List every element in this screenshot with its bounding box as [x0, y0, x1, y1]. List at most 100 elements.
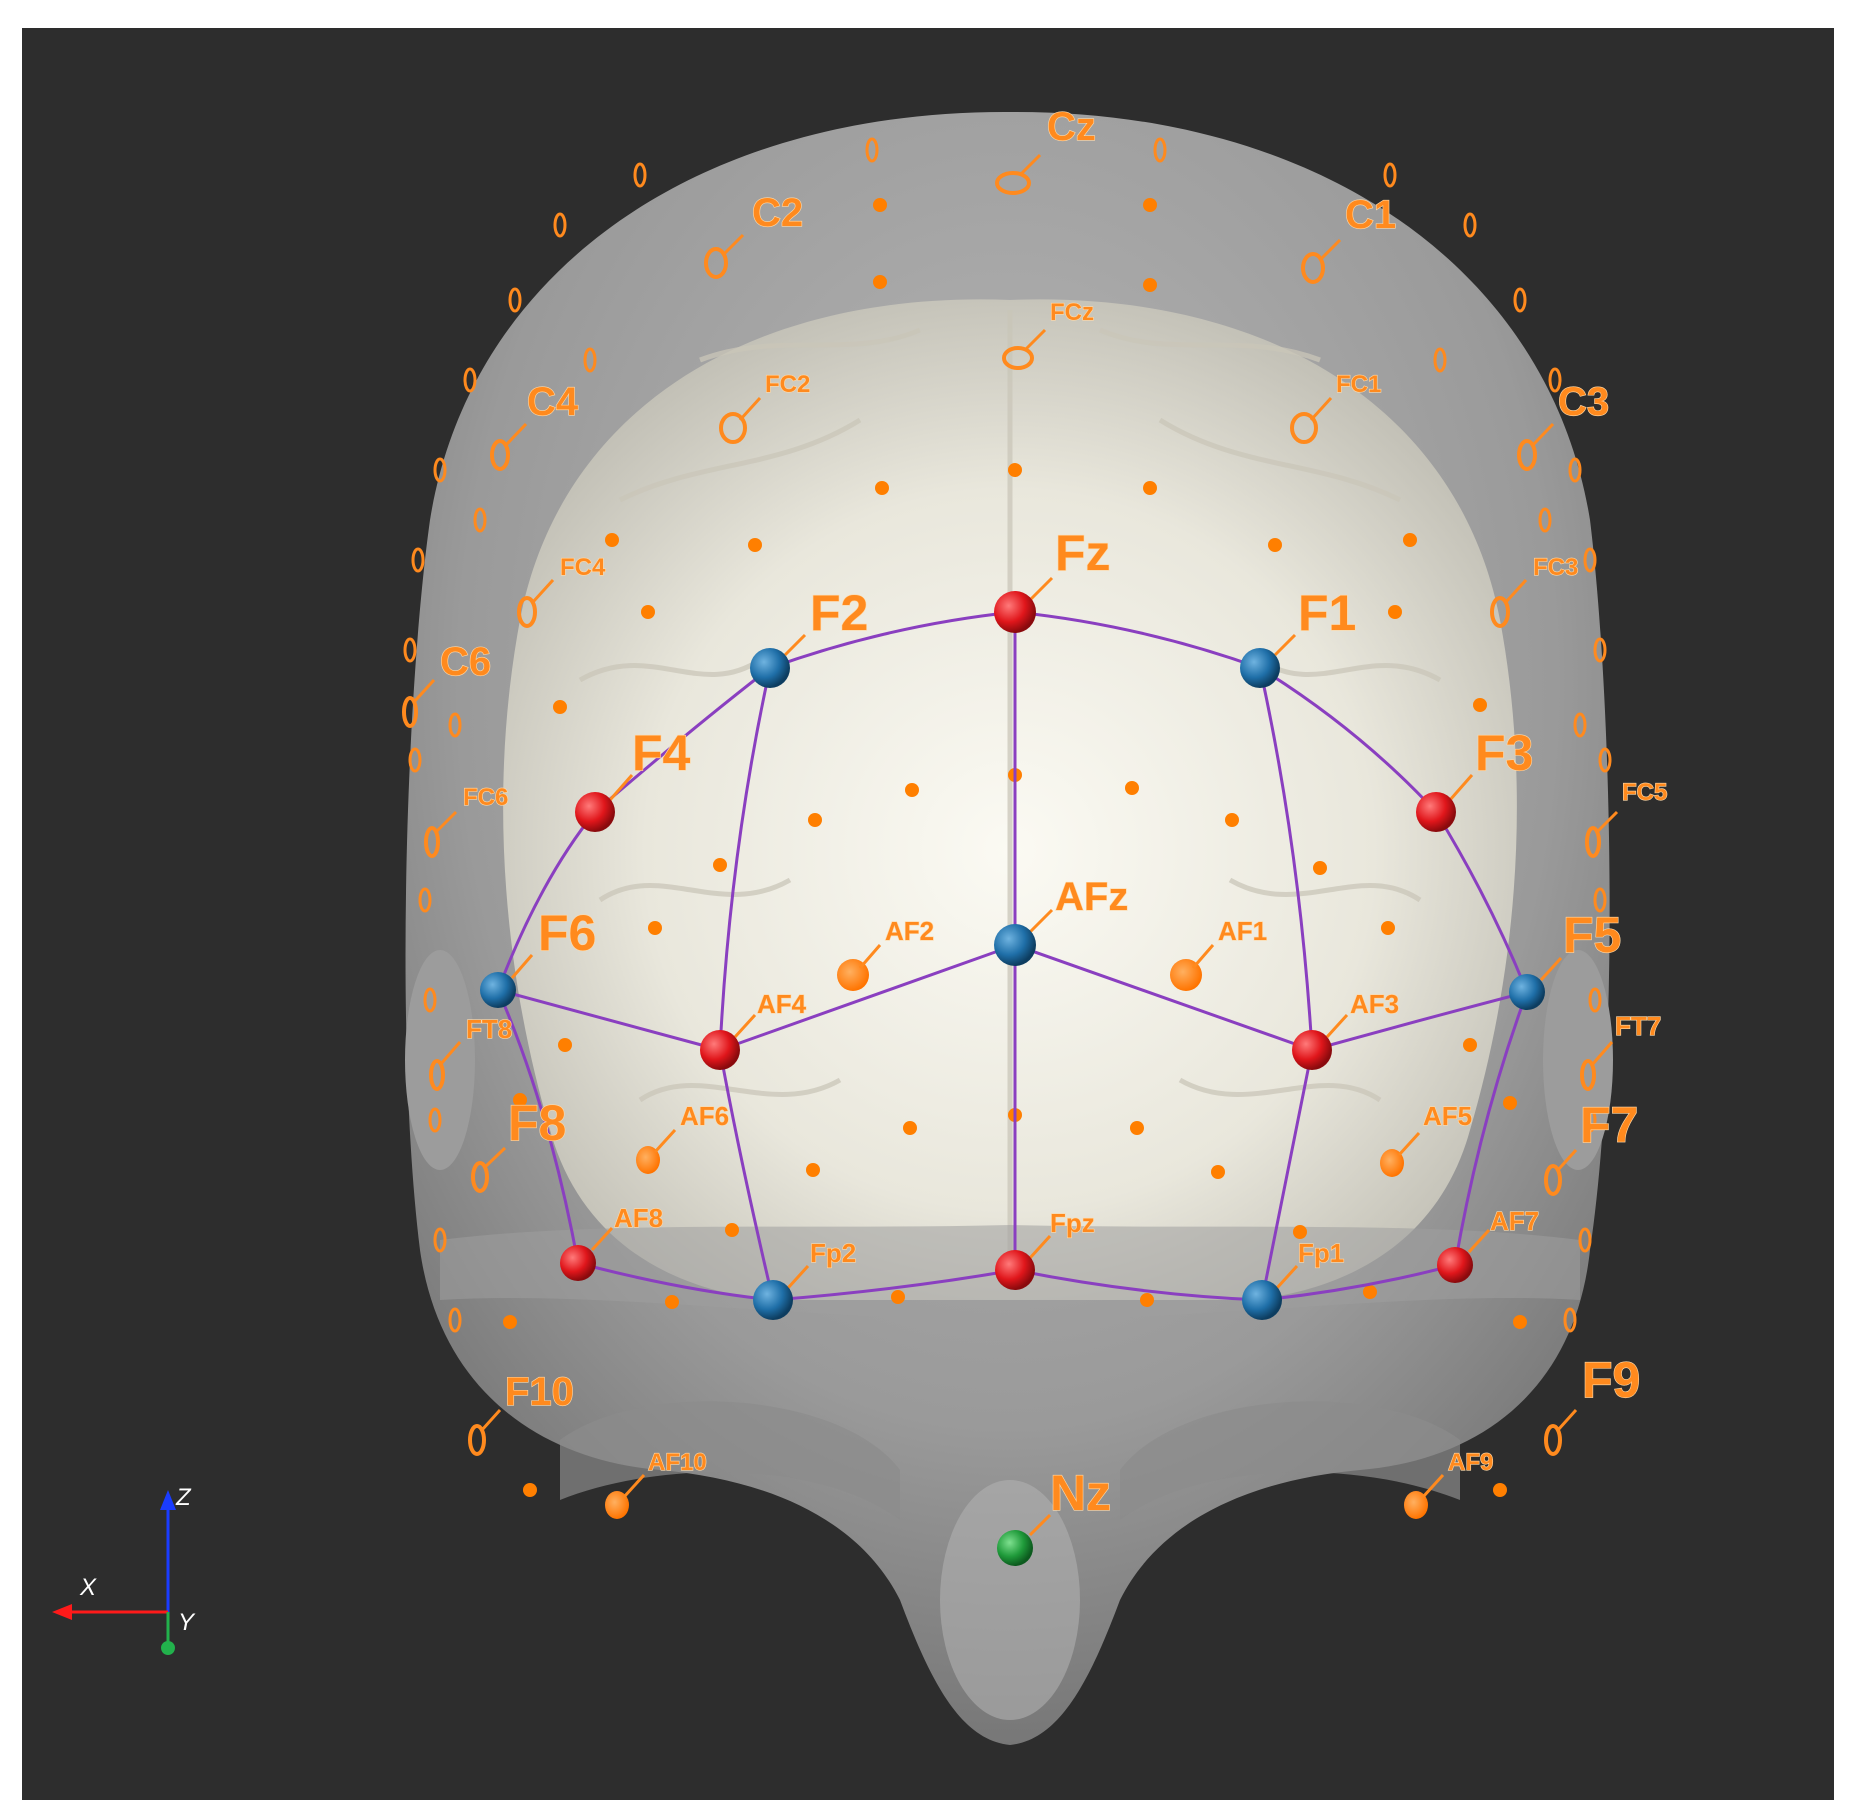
small-electrode-ring — [1513, 287, 1527, 313]
small-electrode-ring — [1563, 1307, 1577, 1333]
small-electrode-dot — [905, 783, 919, 797]
axis-z-label: Z — [175, 1484, 192, 1511]
electrode-AF10 — [605, 1473, 646, 1519]
label-F5: F5 — [1563, 907, 1621, 963]
orange-electrodes — [402, 153, 1619, 1519]
label-C1: C1 — [1345, 193, 1396, 237]
electrode-C4 — [490, 422, 528, 471]
small-electrode-ring — [1548, 367, 1562, 393]
axis-y-label: Y — [178, 1609, 196, 1636]
small-electrode-ring — [1583, 547, 1597, 573]
small-electrode-ring — [1578, 1227, 1592, 1253]
electrode-F7 — [1544, 1148, 1578, 1196]
label-AF1: AF1 — [1218, 916, 1267, 946]
small-electrode-dot — [873, 275, 887, 289]
label-F8: F8 — [508, 1095, 566, 1151]
small-electrode-dot — [1493, 1483, 1507, 1497]
small-electrode-dot — [808, 813, 822, 827]
small-electrode-ring — [508, 287, 522, 313]
electrode-C1 — [1301, 238, 1342, 284]
electrode-Fp2 — [753, 1264, 810, 1320]
small-electrode-dot — [1403, 533, 1417, 547]
small-electrode-dot — [605, 533, 619, 547]
small-electrode-markers — [403, 137, 1612, 1497]
label-AF8: AF8 — [614, 1203, 663, 1233]
small-electrode-dot — [503, 1315, 517, 1329]
small-electrode-ring — [633, 162, 647, 188]
small-electrode-ring — [423, 987, 437, 1013]
small-electrode-ring — [403, 637, 417, 663]
label-FC2: FC2 — [765, 371, 810, 398]
small-electrode-ring — [865, 137, 879, 163]
electrode-F4 — [575, 774, 634, 832]
label-F9: F9 — [1582, 1352, 1640, 1408]
label-F7: F7 — [1580, 1097, 1638, 1153]
electrode-AF2 — [837, 944, 882, 991]
small-electrode-dot — [1143, 198, 1157, 212]
selected-electrodes — [480, 576, 1563, 1566]
small-electrode-dot — [1225, 813, 1239, 827]
electrode-F1 — [1240, 633, 1297, 688]
small-electrode-dot — [806, 1163, 820, 1177]
electrode-grid-lines — [496, 610, 1529, 1302]
electrode-AF3 — [1292, 1013, 1349, 1070]
small-electrode-ring — [448, 1307, 462, 1333]
electrode-AF9 — [1404, 1473, 1445, 1519]
small-electrode-dot — [1363, 1285, 1377, 1299]
small-electrode-dot — [665, 1295, 679, 1309]
small-electrode-dot — [1143, 481, 1157, 495]
label-F4: F4 — [632, 725, 691, 781]
electrode-FC2 — [719, 396, 762, 444]
electrode-AF5 — [1380, 1131, 1421, 1177]
label-FC4: FC4 — [560, 554, 606, 581]
small-electrode-dot — [1211, 1165, 1225, 1179]
label-C4: C4 — [527, 380, 579, 424]
electrode-FT7 — [1580, 1041, 1614, 1091]
small-electrode-dot — [1293, 1225, 1307, 1239]
small-electrode-dot — [1125, 781, 1139, 795]
electrode-AF1 — [1170, 944, 1215, 991]
label-AF3: AF3 — [1350, 989, 1399, 1019]
small-electrode-ring — [1568, 457, 1582, 483]
electrode-F8 — [471, 1146, 507, 1193]
label-Fz: Fz — [1055, 525, 1111, 581]
label-F2: F2 — [810, 585, 868, 641]
electrode-FC6 — [424, 810, 458, 858]
label-FC6: FC6 — [463, 784, 508, 811]
electrode-F6 — [480, 954, 534, 1008]
label-FC1: FC1 — [1336, 371, 1381, 398]
electrode-F5 — [1509, 956, 1563, 1010]
label-AF6: AF6 — [680, 1101, 729, 1131]
electrode-FC5 — [1585, 810, 1619, 858]
small-electrode-ring — [418, 887, 432, 913]
electrode-AF6 — [636, 1128, 677, 1174]
small-electrode-dot — [558, 1038, 572, 1052]
small-electrode-ring — [553, 212, 567, 238]
electrode-C2 — [704, 233, 745, 279]
electrode-F2 — [750, 633, 807, 688]
small-electrode-ring — [1593, 887, 1607, 913]
small-electrode-dot — [523, 1483, 537, 1497]
small-electrode-ring — [433, 1227, 447, 1253]
small-electrode-dot — [725, 1223, 739, 1237]
electrode-FCz — [1002, 328, 1047, 370]
label-AF9: AF9 — [1448, 1449, 1493, 1476]
axis-x-label: X — [79, 1574, 97, 1601]
small-electrode-dot — [903, 1121, 917, 1135]
label-Fpz: Fpz — [1050, 1208, 1095, 1238]
small-electrode-dot — [553, 700, 567, 714]
small-electrode-ring — [1383, 162, 1397, 188]
electrode-F9 — [1544, 1408, 1578, 1456]
electrode-Fp1 — [1242, 1264, 1299, 1320]
small-electrode-ring — [428, 1107, 442, 1133]
xyz-axes-triad-icon: Z X Y — [52, 1484, 196, 1655]
small-electrode-dot — [1388, 605, 1402, 619]
small-electrode-dot — [1473, 698, 1487, 712]
label-AF7: AF7 — [1490, 1206, 1539, 1236]
electrode-FC1 — [1290, 396, 1333, 444]
small-electrode-dot — [513, 1093, 527, 1107]
label-F1: F1 — [1298, 585, 1356, 641]
label-Cz: Cz — [1047, 105, 1096, 149]
electrode-FC4 — [517, 578, 555, 628]
